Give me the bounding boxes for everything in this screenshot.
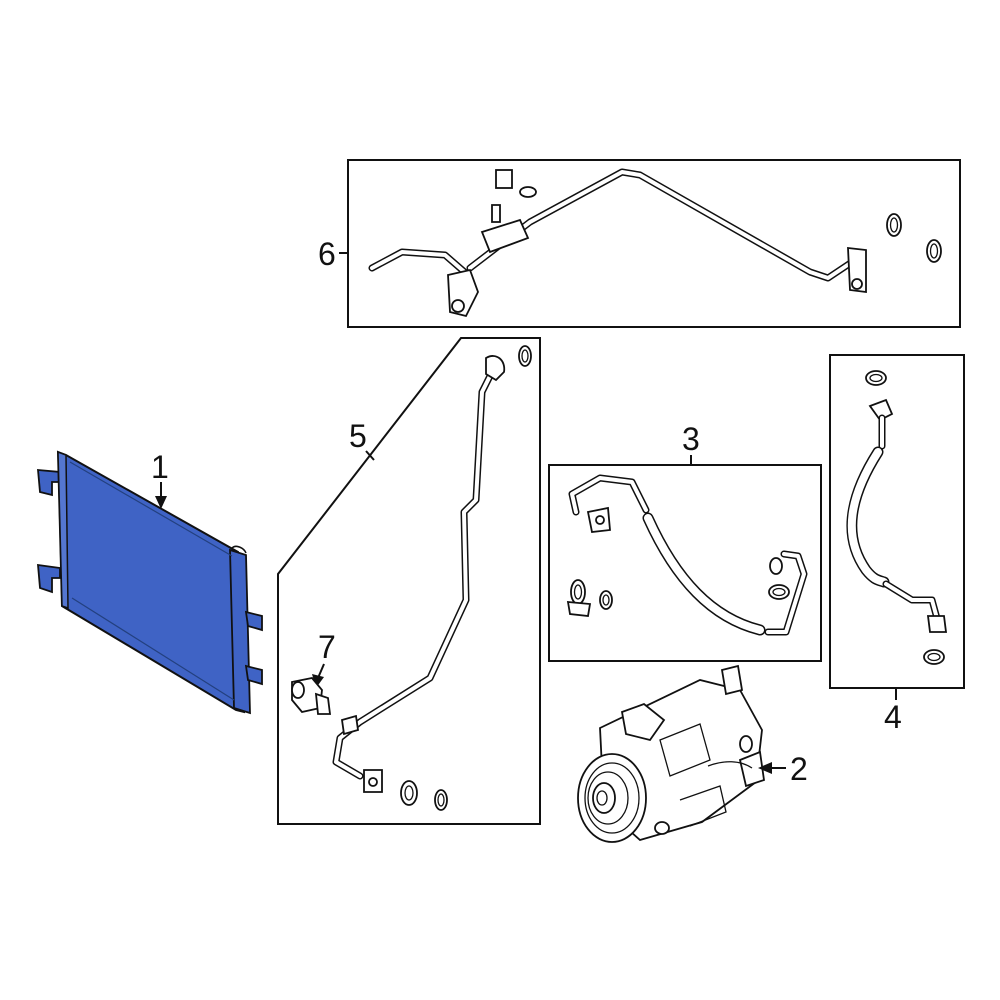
discharge-fitting-hole xyxy=(451,299,465,313)
condenser-core xyxy=(56,450,246,714)
discharge-valve xyxy=(491,204,501,223)
suction-pipe-left-inner xyxy=(570,476,648,514)
condenser-left-edge xyxy=(57,450,69,610)
discharge-cap-2 xyxy=(519,186,537,198)
part-3-oring-1-inner xyxy=(772,587,786,597)
compressor-mount-bottom xyxy=(654,821,670,835)
compressor-part-2[interactable] xyxy=(577,664,765,843)
part-5-oring-top-inner xyxy=(521,349,529,363)
suction-fitting-right xyxy=(769,557,783,575)
condenser-bracket-right-top xyxy=(244,610,263,632)
hose-4-pipe-bottom-inner xyxy=(884,582,940,624)
compressor-pulley-hub xyxy=(592,782,616,814)
hose-4-hose-inner xyxy=(847,448,888,586)
suction-fitting-left-hole xyxy=(595,515,605,525)
pressure-switch-connector xyxy=(291,681,305,699)
discharge-cap xyxy=(495,169,513,189)
compressor-pulley-ring-2 xyxy=(587,771,629,825)
part-4-oring-top-inner xyxy=(869,373,883,383)
discharge-pipe-left-inner xyxy=(370,250,470,277)
callout-5-leader xyxy=(365,450,375,461)
part-5-oring-1-inner xyxy=(404,785,414,801)
part-4-oring-bottom xyxy=(923,649,945,665)
part-4-oring-bottom-inner xyxy=(927,652,941,662)
condenser-receiver-cap xyxy=(231,545,247,554)
callout-7-leader xyxy=(317,663,325,679)
liquid-fitting-top xyxy=(485,355,506,382)
part-6-oring-2-inner xyxy=(929,243,939,259)
discharge-pipe-inner xyxy=(468,170,854,280)
suction-hose-part-3[interactable] xyxy=(566,474,808,636)
hose-4-fitting-top xyxy=(868,398,894,422)
compressor-pulley-center xyxy=(596,790,608,806)
part-3-oring-3 xyxy=(599,590,613,610)
discharge-line-part-6[interactable] xyxy=(368,168,942,318)
part-3-oring-2-inner xyxy=(573,584,583,600)
callout-4-label: 4 xyxy=(884,699,902,735)
callout-2-label: 2 xyxy=(790,751,808,787)
compressor-top-bracket xyxy=(620,702,666,742)
compressor-detail-2 xyxy=(679,785,727,827)
suction-pipe-left xyxy=(568,474,650,516)
compressor-pulley-ring-1 xyxy=(584,762,640,834)
callout-1-label: 1 xyxy=(151,449,169,485)
condenser-core-line-top xyxy=(69,461,233,557)
callout-5-label: 5 xyxy=(349,418,367,454)
compressor-port-side xyxy=(739,735,753,753)
part-3-bracket xyxy=(566,600,592,617)
condenser-core-line-bottom xyxy=(71,597,235,701)
condenser-part-1[interactable] xyxy=(37,450,263,715)
suction-hose-inner xyxy=(644,514,764,634)
suction-pipe-right-inner xyxy=(766,552,806,634)
part-5-oring-2-inner xyxy=(437,793,445,807)
liquid-line-part-5[interactable] xyxy=(332,345,532,811)
condenser-bracket-right-bottom xyxy=(244,664,263,686)
part-6-oring-2 xyxy=(926,239,942,263)
part-6-oring-1 xyxy=(886,213,902,237)
part-3-oring-1 xyxy=(768,584,790,600)
condenser-bracket-top-left xyxy=(37,469,61,497)
part-5-oring-1 xyxy=(400,780,418,806)
compressor-wire xyxy=(707,761,753,769)
callout-7-label: 7 xyxy=(318,629,336,665)
pressure-switch-nut xyxy=(314,692,332,715)
suction-hose xyxy=(642,512,766,636)
condenser-bracket-bottom-left xyxy=(37,563,61,594)
part-3-oring-3-inner xyxy=(602,594,610,606)
part-5-frame xyxy=(277,337,541,825)
compressor-detail-1 xyxy=(659,723,711,777)
part-5-oring-top xyxy=(518,345,532,367)
callout-6-label: 6 xyxy=(318,236,336,272)
part-4-oring-top xyxy=(865,370,887,386)
pressure-switch-part-7[interactable] xyxy=(291,677,332,715)
condenser-receiver xyxy=(229,548,251,715)
compressor-side-bracket xyxy=(738,750,765,788)
discharge-fitting-right-hole xyxy=(851,278,863,290)
part-3-oring-2 xyxy=(570,579,586,605)
part-3-frame xyxy=(548,464,822,662)
discharge-block xyxy=(480,218,530,254)
hose-part-4[interactable] xyxy=(846,370,948,665)
callout-3-label: 3 xyxy=(682,421,700,457)
part-6-frame xyxy=(347,159,961,328)
callout-2-arrow xyxy=(758,762,772,774)
liquid-pipe-fitting-mid xyxy=(340,714,360,736)
callout-1-arrow xyxy=(155,496,167,509)
part-5-oring-2 xyxy=(434,789,448,811)
compressor-port-top xyxy=(720,664,744,696)
liquid-fitting-bottom-hole xyxy=(368,777,378,787)
liquid-pipe-inner xyxy=(334,366,496,778)
part-6-oring-1-inner xyxy=(889,217,899,233)
hose-4-fitting-bottom xyxy=(926,615,948,633)
